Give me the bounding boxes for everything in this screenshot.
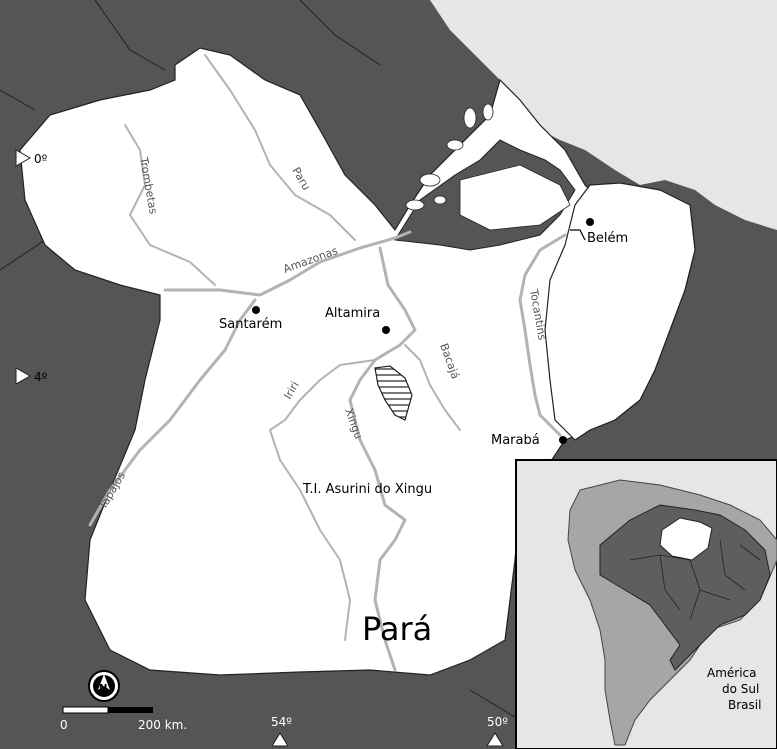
para-east-coast: [544, 182, 696, 441]
rivers: [88, 54, 567, 672]
city-dot-santarem: [252, 306, 260, 314]
atlantic-ocean: [430, 0, 777, 230]
city-label-santarem: Santarém: [219, 317, 282, 332]
scale-end-label: 200 km.: [138, 718, 187, 732]
lon-label-54: 54º: [271, 715, 292, 729]
scale-start-label: 0: [60, 718, 68, 732]
lat-arrow-0: [15, 149, 32, 167]
city-dot-maraba: [559, 436, 567, 444]
inset-label-line1: América: [707, 666, 757, 680]
inset-map: América do Sul Brasil: [515, 459, 777, 749]
river-tapajos: [88, 298, 257, 527]
lat-arrow-4: [15, 367, 32, 385]
city-dot-belem: [586, 218, 594, 226]
state-label: Pará: [362, 610, 432, 648]
lat-label-4: 4º: [34, 370, 48, 384]
river-bacaja: [404, 344, 461, 431]
territory-label: T.I. Asurini do Xingu: [302, 482, 432, 497]
asurini-territory: [374, 365, 413, 421]
city-dot-altamira: [382, 326, 390, 334]
inset-label-line3: Brasil: [728, 698, 761, 712]
inset-label-line2: do Sul: [722, 682, 759, 696]
scale-bar: 0 200 km.: [60, 706, 187, 732]
river-iriri: [269, 359, 376, 641]
north-symbol: N: [99, 683, 107, 694]
river-trombetas: [124, 124, 216, 286]
river-xingu: [348, 246, 417, 672]
lat-label-0: 0º: [34, 152, 48, 166]
lon-arrow-50: [486, 732, 504, 747]
river-paru: [204, 54, 356, 241]
city-label-altamira: Altamira: [325, 306, 380, 321]
belem-leader: [570, 229, 586, 241]
north-arrow-icon: N: [88, 670, 120, 702]
longitude-markers: 54º 50º: [271, 715, 508, 747]
latitude-markers: 0º 4º: [15, 149, 48, 385]
brazil-shape: [599, 504, 771, 671]
lon-label-50: 50º: [487, 715, 508, 729]
river-tocantins: [518, 233, 567, 437]
inset-para-highlight: [659, 517, 713, 561]
brazil-state-borders: [629, 539, 761, 621]
city-label-belem: Belém: [587, 231, 628, 246]
delta-channels: [405, 103, 571, 231]
city-markers: [252, 218, 594, 444]
city-label-maraba: Marabá: [491, 433, 540, 448]
lon-arrow-54: [271, 732, 289, 747]
river-amazonas: [163, 230, 412, 297]
